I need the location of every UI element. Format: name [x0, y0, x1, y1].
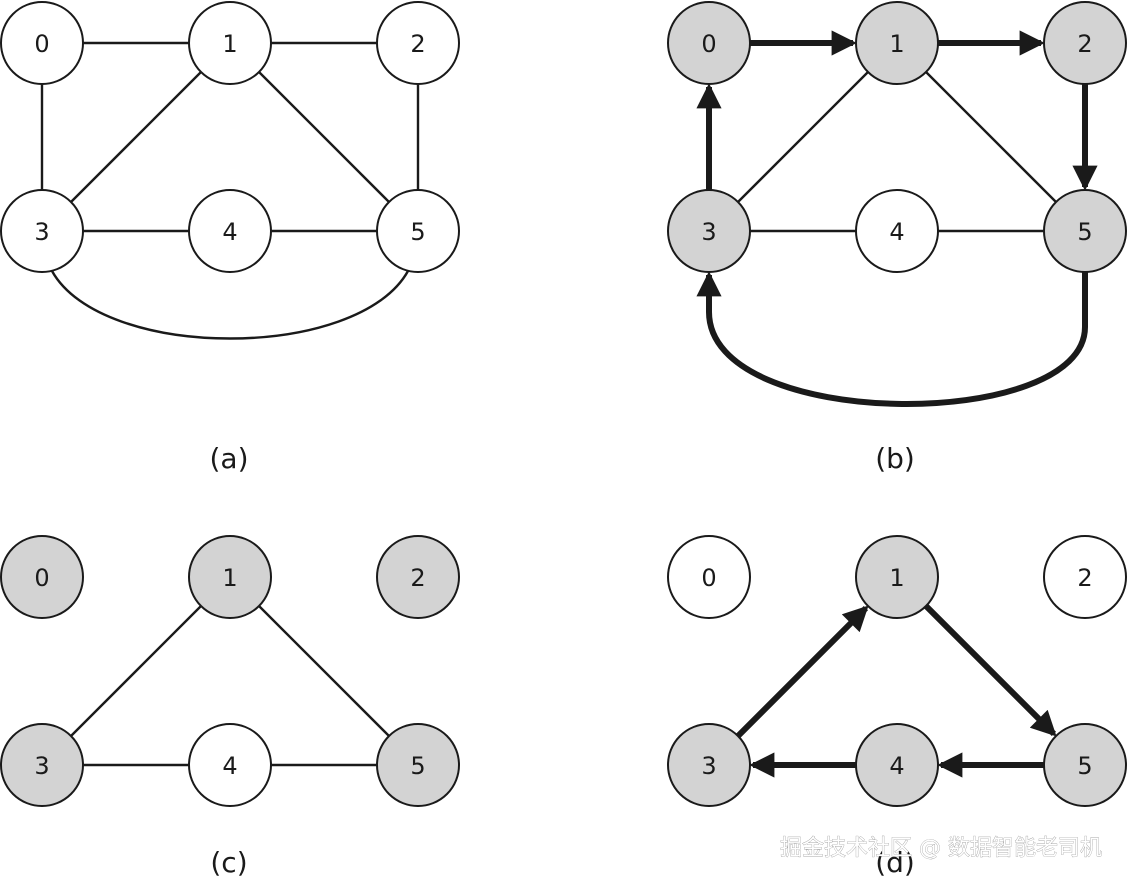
- node-2: 2: [376, 1, 460, 85]
- arrow-edge-5-3: [696, 271, 1088, 407]
- node-label: 3: [34, 752, 49, 780]
- node-circle: [188, 1, 272, 85]
- panel-caption: (a): [209, 442, 248, 475]
- node-label: 1: [222, 30, 237, 58]
- edge-3-5: [50, 270, 410, 340]
- edge-1-3: [70, 71, 202, 203]
- node-label: 0: [34, 30, 49, 58]
- node-1: 1: [188, 1, 272, 85]
- node-3: 3: [0, 189, 84, 273]
- edge-1-3: [70, 605, 202, 737]
- node-label: 4: [222, 752, 237, 780]
- node-circle: [667, 189, 751, 273]
- node-0: 0: [667, 1, 751, 85]
- panel-d: 0 1 2 3 4 5 (d): [667, 535, 1127, 879]
- node-label: 3: [701, 752, 716, 780]
- node-2: 2: [1043, 1, 1127, 85]
- node-5: 5: [376, 723, 460, 807]
- node-4: 4: [855, 189, 939, 273]
- node-0: 0: [667, 535, 751, 619]
- node-circle: [855, 1, 939, 85]
- panel-b: 0 1 2 3 4 5 (b): [667, 1, 1127, 475]
- node-1: 1: [855, 535, 939, 619]
- node-circle: [0, 189, 84, 273]
- node-5: 5: [1043, 189, 1127, 273]
- node-0: 0: [0, 1, 84, 85]
- node-label: 0: [701, 564, 716, 592]
- edge-1-3: [737, 71, 869, 203]
- node-3: 3: [667, 189, 751, 273]
- node-circle: [1043, 189, 1127, 273]
- node-label: 4: [889, 218, 904, 246]
- panel-caption: (d): [875, 846, 915, 879]
- node-label: 2: [1077, 564, 1092, 592]
- watermark-text: 掘金技术社区 @ 数据智能老司机: [780, 836, 1102, 861]
- node-label: 0: [701, 30, 716, 58]
- node-circle: [855, 535, 939, 619]
- node-circle: [0, 535, 84, 619]
- node-circle: [188, 189, 272, 273]
- node-2: 2: [376, 535, 460, 619]
- node-circle: [1043, 535, 1127, 619]
- node-5: 5: [376, 189, 460, 273]
- edge-1-5: [258, 71, 390, 203]
- arrow-edge-3-1: [735, 605, 869, 739]
- node-circle: [667, 535, 751, 619]
- panel-caption: (c): [210, 846, 247, 879]
- node-label: 3: [701, 218, 716, 246]
- node-2: 2: [1043, 535, 1127, 619]
- node-label: 4: [222, 218, 237, 246]
- node-label: 1: [889, 30, 904, 58]
- node-circle: [376, 189, 460, 273]
- node-circle: [376, 723, 460, 807]
- node-label: 1: [222, 564, 237, 592]
- node-5: 5: [1043, 723, 1127, 807]
- node-circle: [855, 723, 939, 807]
- node-label: 4: [889, 752, 904, 780]
- edge-1-5: [925, 71, 1057, 203]
- node-circle: [667, 1, 751, 85]
- node-4: 4: [855, 723, 939, 807]
- node-3: 3: [0, 723, 84, 807]
- panel-caption: (b): [875, 442, 915, 475]
- node-circle: [188, 535, 272, 619]
- node-label: 5: [410, 218, 425, 246]
- panel-c: 0 1 2 3 4 5 (c): [0, 535, 460, 879]
- node-1: 1: [188, 535, 272, 619]
- node-label: 2: [1077, 30, 1092, 58]
- node-circle: [855, 189, 939, 273]
- node-4: 4: [188, 189, 272, 273]
- node-circle: [376, 535, 460, 619]
- node-label: 5: [1077, 218, 1092, 246]
- node-circle: [1043, 1, 1127, 85]
- node-label: 5: [1077, 752, 1092, 780]
- node-circle: [0, 1, 84, 85]
- node-3: 3: [667, 723, 751, 807]
- arrow-edge-1-5: [923, 603, 1057, 737]
- node-label: 5: [410, 752, 425, 780]
- node-label: 0: [34, 564, 49, 592]
- edge-1-5: [258, 605, 390, 737]
- node-0: 0: [0, 535, 84, 619]
- panel-a: 0 1 2 3 4 5 (a): [0, 1, 460, 475]
- node-label: 2: [410, 30, 425, 58]
- node-circle: [188, 723, 272, 807]
- node-circle: [0, 723, 84, 807]
- node-label: 2: [410, 564, 425, 592]
- node-circle: [1043, 723, 1127, 807]
- node-label: 1: [889, 564, 904, 592]
- node-circle: [667, 723, 751, 807]
- node-4: 4: [188, 723, 272, 807]
- node-circle: [376, 1, 460, 85]
- node-1: 1: [855, 1, 939, 85]
- node-label: 3: [34, 218, 49, 246]
